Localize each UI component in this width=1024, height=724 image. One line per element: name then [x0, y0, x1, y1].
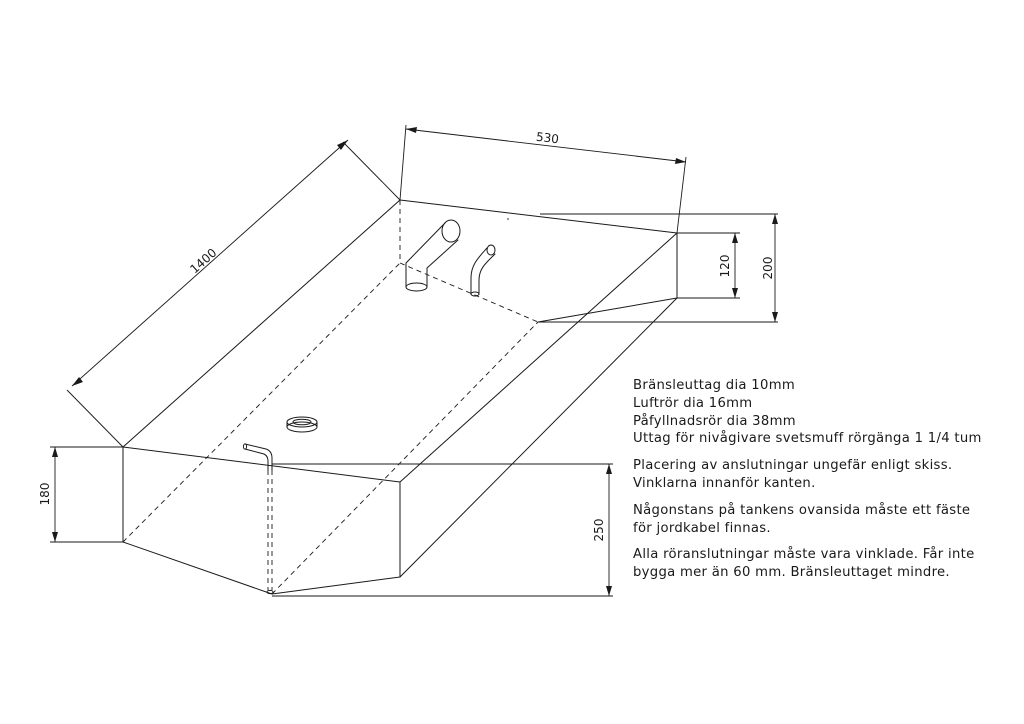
- notes-block: Bränsleuttag dia 10mm Luftrör dia 16mm P…: [633, 377, 1023, 591]
- note-line: Någonstans på tankens ovansida måste ett…: [633, 502, 971, 518]
- note-line: Vinklarna innanför kanten.: [633, 475, 816, 491]
- dimension-back-inner-height-label: 120: [718, 255, 732, 278]
- notes-ground-bracket: Någonstans på tankens ovansida måste ett…: [633, 502, 1023, 538]
- notes-connections: Bränsleuttag dia 10mm Luftrör dia 16mm P…: [633, 377, 1023, 448]
- dimension-back-height-label: 200: [761, 257, 775, 280]
- fuel-outlet-pipe: [242, 443, 274, 595]
- dimension-back-inner-height: 120: [677, 232, 740, 299]
- filler-pipe: [405, 219, 461, 292]
- note-line: Bränsleuttag dia 10mm: [633, 378, 795, 393]
- note-line: bygga mer än 60 mm. Bränsleuttaget mindr…: [633, 565, 950, 581]
- dimension-front-height-label: 250: [592, 519, 606, 542]
- note-line: Alla röranslutningar måste vara vinklade…: [633, 547, 975, 563]
- dimension-width: 530: [399, 124, 687, 234]
- note-line: Påfyllnadsrör dia 38mm: [633, 413, 796, 429]
- note-line: Luftrör dia 16mm: [633, 395, 753, 411]
- tank-hidden-edges: [122, 200, 539, 595]
- level-sensor-muff: [286, 416, 318, 433]
- dimension-length: 1400: [66, 139, 401, 448]
- vent-pipe: [470, 244, 496, 297]
- dimension-back-height: 200: [538, 213, 778, 323]
- dimension-left-height: 180: [38, 446, 123, 543]
- dimension-length-label: 1400: [187, 246, 219, 277]
- tank-outline: [122, 199, 678, 595]
- note-line: Placering av anslutningar ungefär enligt…: [633, 458, 953, 474]
- note-line: Uttag för nivågivare svetsmuff rörgänga …: [633, 431, 982, 447]
- dimension-width-label: 530: [535, 130, 559, 147]
- dimension-left-height-label: 180: [38, 483, 52, 506]
- notes-pipe-angles: Alla röranslutningar måste vara vinklade…: [633, 546, 1023, 582]
- dimension-front-height: 250: [272, 463, 613, 597]
- reference-dot: [507, 218, 509, 220]
- note-line: för jordkabel finnas.: [633, 520, 771, 536]
- notes-placement: Placering av anslutningar ungefär enligt…: [633, 457, 1023, 493]
